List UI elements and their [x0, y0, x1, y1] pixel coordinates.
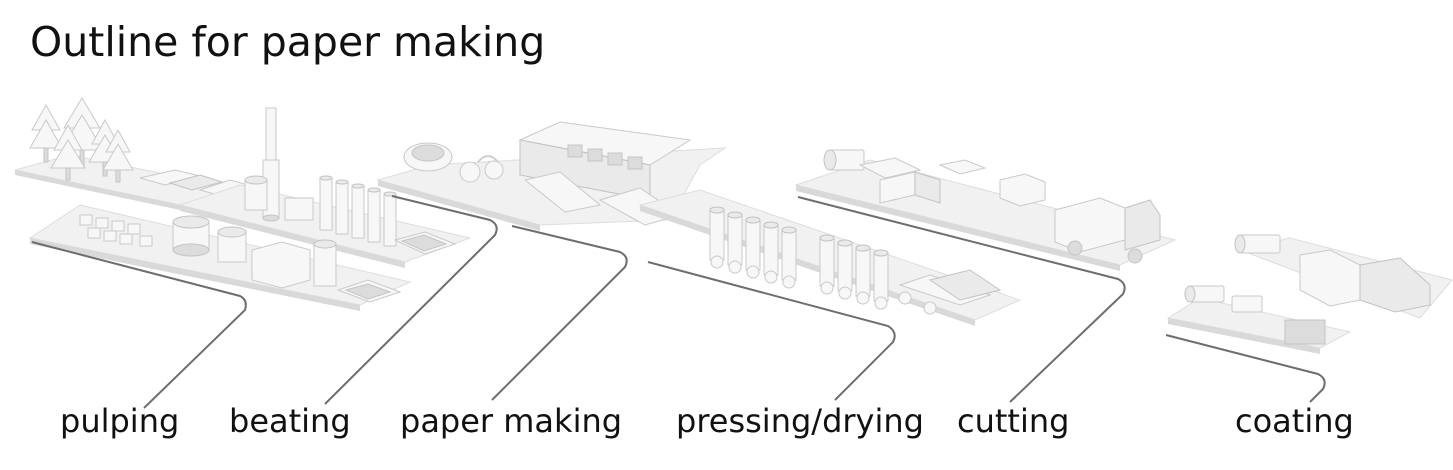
stage-label-cutting: cutting	[957, 402, 1070, 440]
conveyor-icon	[139, 169, 257, 198]
stage-label-pressing-drying: pressing/drying	[676, 402, 924, 440]
stage-label-pulping: pulping	[60, 402, 180, 440]
cutter-boxes-icon	[879, 159, 1046, 207]
press-rolls-icon	[709, 206, 797, 289]
headbox-icon	[403, 142, 504, 183]
stage-label-coating: coating	[1235, 402, 1354, 440]
coating-leader-line	[1165, 334, 1326, 403]
tank-icon	[244, 175, 314, 221]
silo-row-icon	[319, 175, 397, 247]
beating-leader-line	[324, 195, 498, 405]
coater-rolls-icon	[1184, 234, 1431, 345]
pulp-bin-icon	[393, 231, 457, 255]
delivery-truck-icon	[1054, 197, 1161, 264]
stage-label-paper-making: paper making	[400, 402, 623, 440]
reel-section-icon	[898, 269, 1002, 315]
stage-label-beating: beating	[229, 402, 351, 440]
paper-roll-icon	[823, 149, 922, 179]
diagram-title: Outline for paper making	[30, 18, 546, 66]
pressing-drying-leader-line	[647, 261, 896, 401]
digester-drum-icon	[172, 215, 247, 263]
paper-making-leader-line	[491, 225, 628, 401]
dryer-cylinders-icon	[819, 234, 889, 310]
washer-tank-icon	[251, 239, 402, 303]
cutting-leader-line	[797, 196, 1126, 403]
pulping-leader-line	[31, 241, 247, 409]
tree-icon	[29, 97, 134, 183]
wood-chip-blocks-icon	[79, 214, 153, 247]
